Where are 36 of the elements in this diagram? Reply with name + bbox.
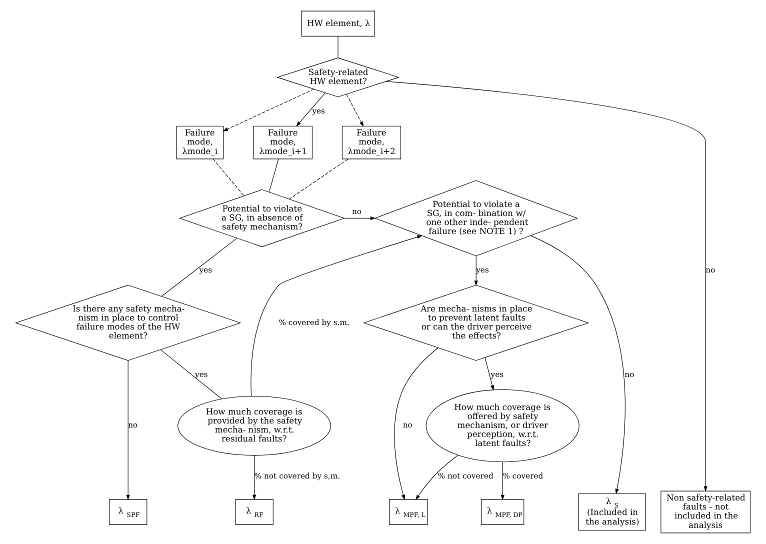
node-diamond: Is there any safety mecha- nism in place to control failure modes of the HW element?: [14, 284, 242, 361]
node-box: Non safety-related faults - not included in the analysis: [660, 490, 750, 534]
node-diamond: Potential to violate a SG, in com- bination w/ one other inde- pendent failure (see NOTE 1) ?: [374, 180, 578, 256]
arrow: [530, 235, 626, 494]
connector: [161, 238, 238, 297]
node-box: Failure mode, λmode_i+1: [253, 126, 312, 160]
arrow: [252, 455, 256, 500]
arrow: [500, 462, 504, 500]
arrow: [474, 256, 478, 286]
arrow: [250, 235, 422, 396]
node-diamond: Safety-related HW element?: [276, 58, 400, 98]
arrow: [126, 360, 130, 500]
connector: [212, 158, 244, 196]
node-box: λ $_{S}$ (Included in the analysis): [578, 493, 646, 531]
node-box: Failure mode, λmode_i: [176, 126, 224, 160]
node-box: λ $_{RF}$: [235, 499, 274, 525]
node-box: Failure mode, λmode_i+2: [342, 126, 402, 160]
arrow: [484, 357, 494, 391]
arrow: [394, 348, 438, 500]
arrow: [386, 81, 708, 492]
arrow: [415, 454, 458, 500]
node-box: λ $_{MPF, DP}$: [481, 499, 524, 525]
node-diamond: Potential to violate a SG, in absence of safety mechanism?: [178, 189, 346, 248]
arrow: [296, 92, 326, 127]
arrow: [346, 94, 364, 127]
node-ellipse: How much coverage is provided by the safety mecha- nism, w.r.t. residual faults?: [178, 396, 332, 456]
node-box: HW element, λ: [301, 10, 375, 36]
connector: [288, 158, 349, 200]
node-box: λ $_{SPF}$: [108, 499, 148, 525]
connector: [160, 349, 222, 400]
node-diamond: Are mecha- nisms in place to prevent latent faults or can the driver perceive the effects?: [362, 284, 590, 361]
connector: [268, 158, 279, 192]
arrow: [344, 216, 376, 220]
node-box: λ $_{MPF, L}$: [389, 499, 428, 525]
node-ellipse: How much coverage is offered by safety mechanism, or driver perception, w.r.t. latent faults?: [426, 389, 580, 462]
arrow: [222, 88, 314, 132]
